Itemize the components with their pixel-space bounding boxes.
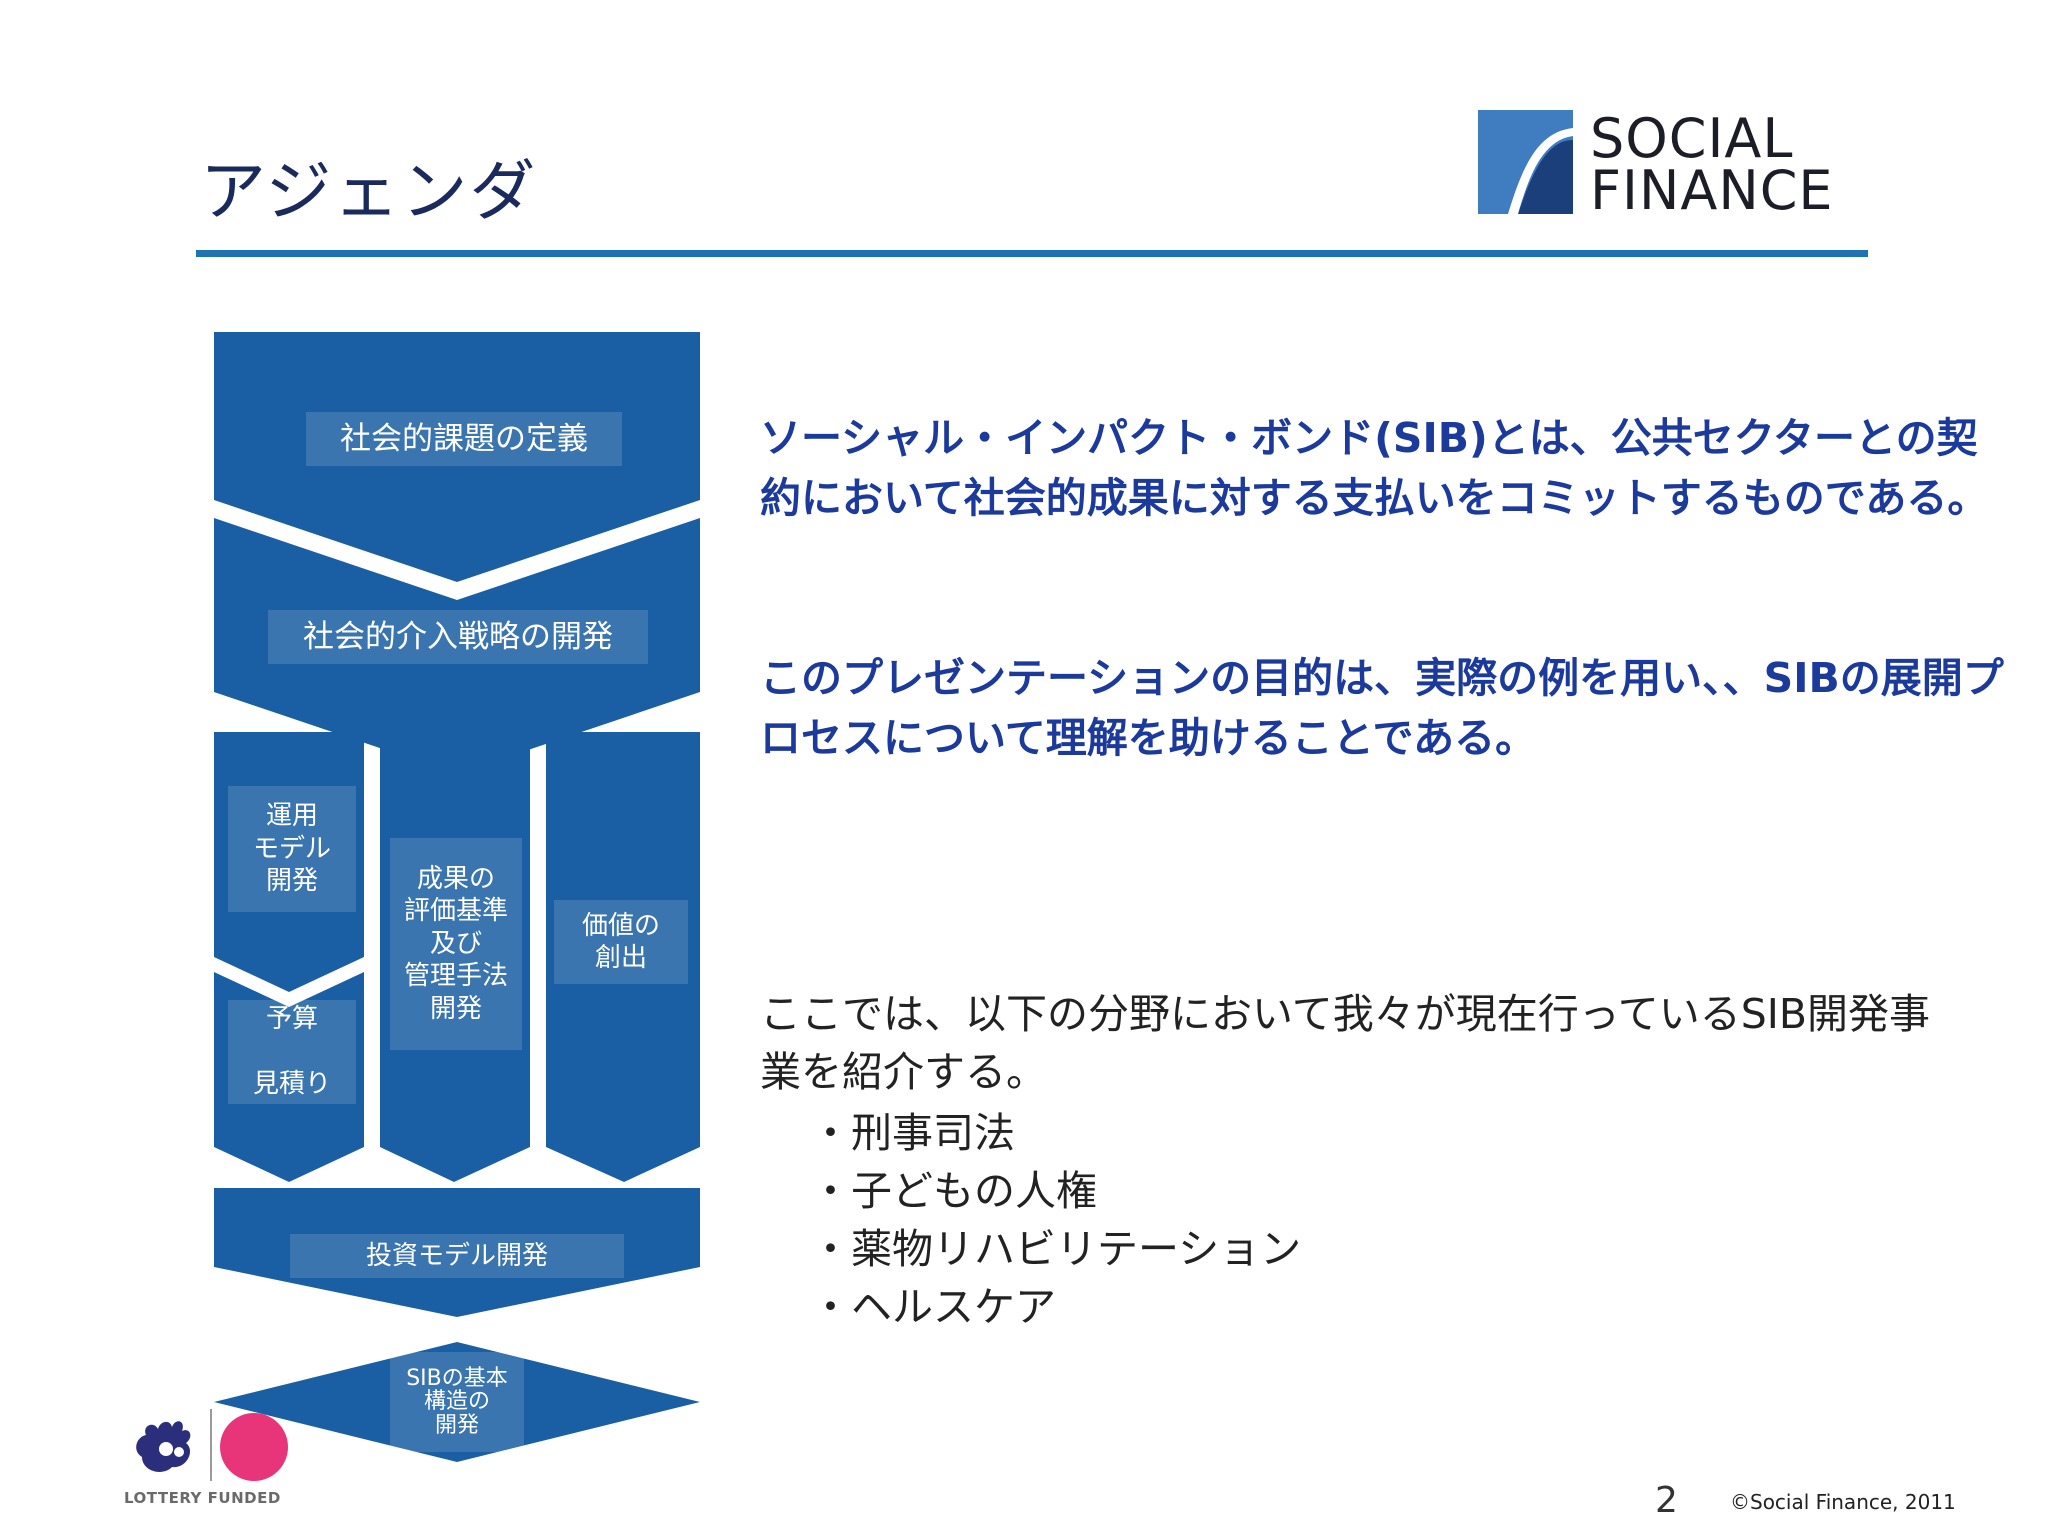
step-value-label: 価値の 創出: [554, 900, 688, 984]
step-structure-label: SIBの基本 構造の 開発: [390, 1352, 524, 1452]
title-divider: [196, 250, 1868, 257]
step-define-label: 社会的課題の定義: [306, 412, 622, 466]
logo-text-finance: FINANCE: [1590, 159, 1834, 222]
step-metrics-label: 成果の 評価基準 及び 管理手法 開発: [390, 838, 522, 1050]
step-budget-label: 予算 見積り: [228, 1000, 356, 1104]
arrow-define: [214, 332, 700, 582]
step-strategy-label: 社会的介入戦略の開発: [268, 610, 648, 664]
list-item: ・ヘルスケア: [810, 1283, 1056, 1331]
arrow-investment: [214, 1188, 700, 1317]
arrow-metrics: [380, 732, 530, 1182]
list-item: ・子どもの人権: [810, 1167, 1097, 1215]
areas-intro-text: ここでは、以下の分野において我々が現在行っているSIB開発事業を紹介する。: [760, 990, 1930, 1096]
social-finance-mark-icon: [1478, 110, 1573, 214]
arrow-operation: [214, 732, 364, 992]
page-number: 2: [1655, 1480, 1678, 1521]
lottery-hand-icon: [136, 1409, 288, 1481]
sib-definition-text: ソーシャル・インパクト・ボンド(SIB)とは、公共セクターとの契約において社会的…: [760, 414, 1989, 522]
arrow-structure: [214, 1342, 700, 1462]
areas-list: ・刑事司法 ・子どもの人権 ・薬物リハビリテーション ・ヘルスケア: [810, 1104, 1301, 1336]
big-lottery-fund-badge-icon: [220, 1413, 288, 1481]
sib-process-diagram: 社会的課題の定義 社会的介入戦略の開発 運用 モデル 開発 予算 見積り 成果の…: [214, 332, 700, 1462]
logo-text-social: SOCIAL: [1590, 107, 1794, 170]
presentation-purpose-text: このプレゼンテーションの目的は、実際の例を用い、、SIBの展開プロセスについて理…: [760, 654, 2004, 762]
lottery-funded-logo: LOTTERY FUNDED: [124, 1395, 304, 1507]
arrow-value: [546, 732, 700, 1182]
process-arrows: [214, 332, 700, 1462]
social-finance-logo: SOCIAL FINANCE: [1478, 110, 1858, 222]
arrow-strategy: [214, 518, 700, 774]
list-item: ・刑事司法: [810, 1109, 1015, 1157]
step-investment-label: 投資モデル開発: [290, 1234, 624, 1278]
slide-title: アジェンダ: [200, 153, 538, 230]
list-item: ・薬物リハビリテーション: [810, 1225, 1302, 1273]
lottery-funded-label: LOTTERY FUNDED: [124, 1489, 281, 1507]
copyright-text: ©Social Finance, 2011: [1730, 1490, 1956, 1514]
arrow-budget: [214, 972, 364, 1182]
step-operation-label: 運用 モデル 開発: [228, 786, 356, 912]
